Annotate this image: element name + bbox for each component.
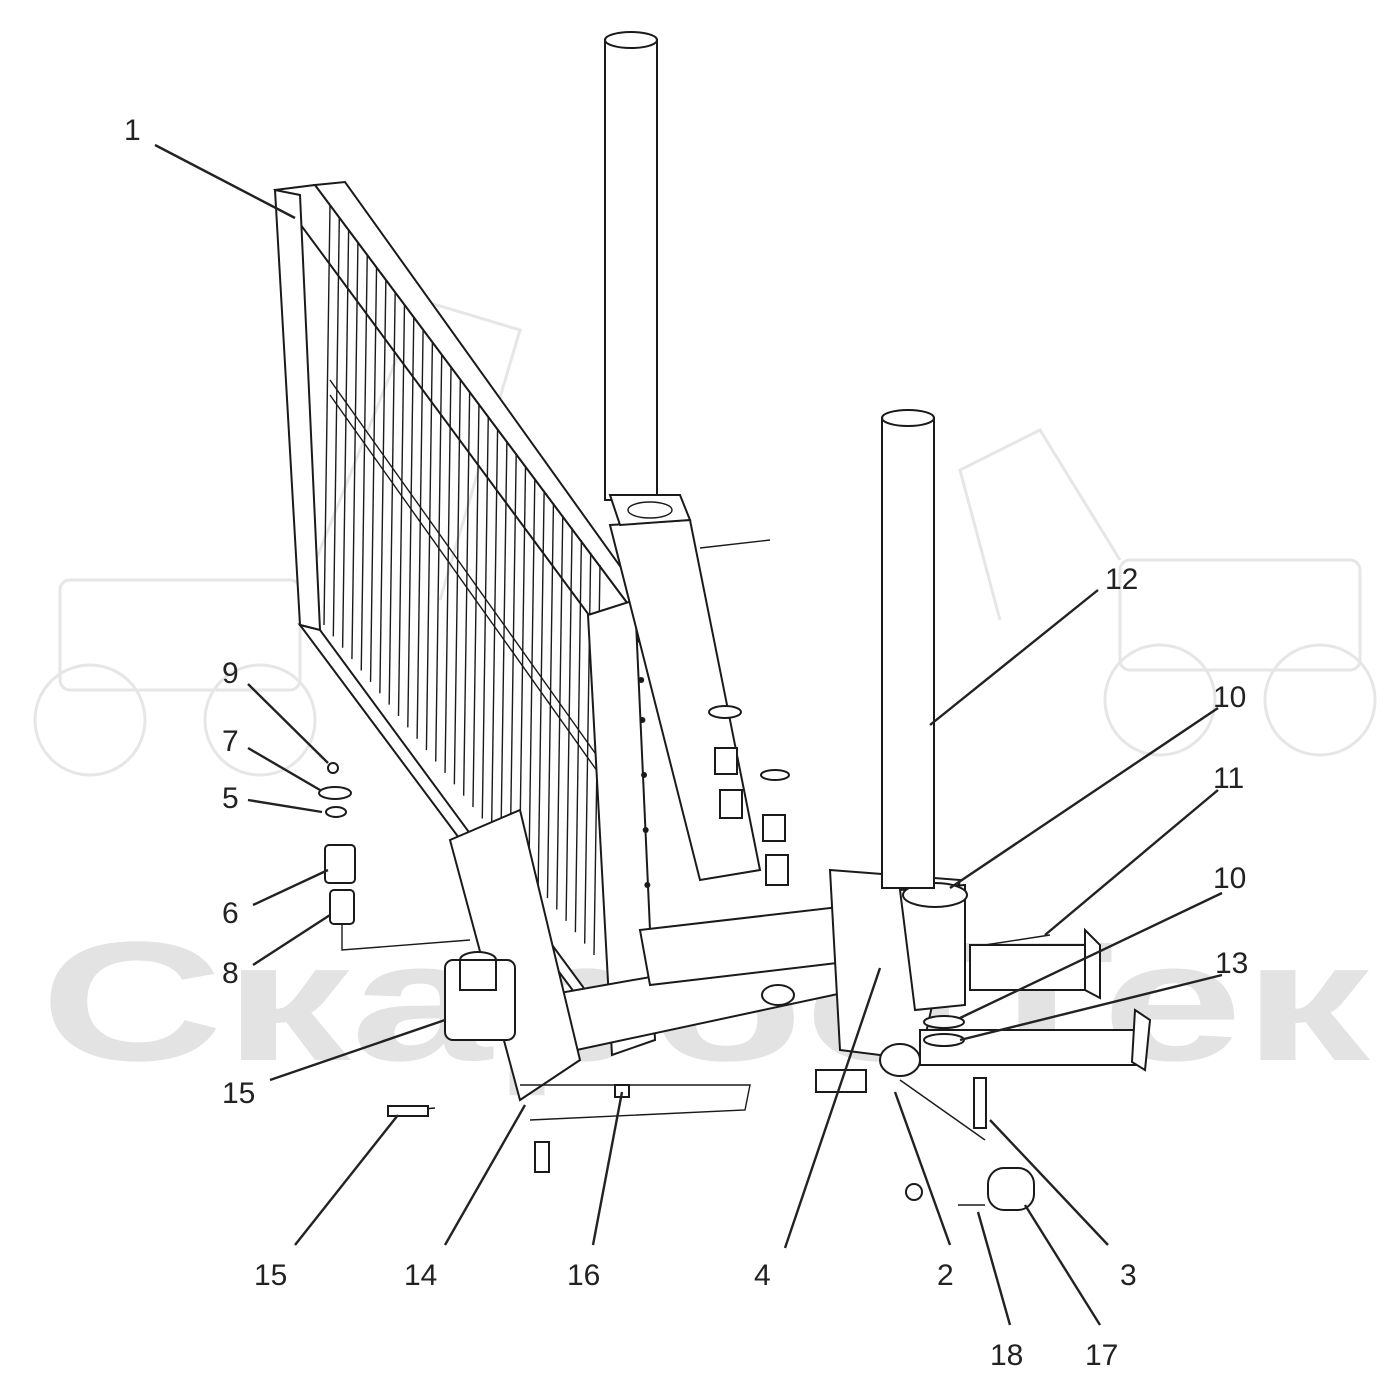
callout-1: 1 xyxy=(124,114,141,147)
left-bolts xyxy=(387,539,771,1173)
callout-9: 9 xyxy=(222,657,239,690)
right-brackets xyxy=(815,927,1152,1211)
leader-17 xyxy=(1023,1204,1102,1326)
grille-slat xyxy=(388,291,396,705)
watermark-tractor-right xyxy=(958,428,1377,757)
callout-6: 6 xyxy=(222,897,239,930)
leader-5 xyxy=(247,798,323,814)
callout-10-lower: 10 xyxy=(1213,862,1246,895)
grille-slat xyxy=(556,515,564,910)
leader-13 xyxy=(959,973,1223,1042)
leader-18 xyxy=(976,1211,1012,1326)
callout-17: 17 xyxy=(1085,1339,1118,1372)
grille-slat xyxy=(500,440,508,842)
callout-18: 18 xyxy=(990,1339,1023,1372)
grille-slat xyxy=(323,204,331,626)
grille-slat xyxy=(546,502,555,899)
grille-slat xyxy=(360,254,368,671)
spring-mount-center xyxy=(708,705,795,1006)
cross-member xyxy=(828,868,968,1062)
grille-slat xyxy=(518,465,527,864)
callout-2: 2 xyxy=(937,1259,954,1292)
callout-10-upper: 10 xyxy=(1213,681,1246,714)
plate-hole xyxy=(641,772,648,778)
callout-15-upper: 15 xyxy=(222,1077,255,1110)
leader-1 xyxy=(154,143,296,220)
leader-4 xyxy=(783,967,882,1249)
leader-15b xyxy=(294,1114,399,1246)
plate-hole xyxy=(642,827,649,833)
leader-16 xyxy=(591,1091,624,1246)
callout-4: 4 xyxy=(754,1259,771,1292)
grille-slat xyxy=(565,527,573,921)
plate-hole xyxy=(639,717,646,723)
leader-15a xyxy=(269,1018,446,1082)
leader-2 xyxy=(893,1091,952,1246)
callout-11: 11 xyxy=(1213,762,1244,795)
callout-7: 7 xyxy=(222,725,239,758)
callout-labels: 1 2 3 4 5 6 7 8 9 10 10 11 12 13 14 15 1… xyxy=(124,114,1248,1372)
callout-15-lower: 15 xyxy=(254,1259,287,1292)
grille-slat xyxy=(416,329,424,739)
grille-slat xyxy=(574,540,583,933)
callout-5: 5 xyxy=(222,782,239,815)
grille-slat xyxy=(341,229,350,648)
exploded-parts-left xyxy=(318,762,471,951)
grille-slat xyxy=(462,391,471,796)
callout-3: 3 xyxy=(1120,1259,1137,1292)
callout-16: 16 xyxy=(567,1259,600,1292)
grille-slat xyxy=(435,353,443,762)
leader-3 xyxy=(989,1119,1109,1246)
frame-assembly xyxy=(273,31,1152,1211)
grille-slat xyxy=(490,428,499,830)
callout-leaders xyxy=(154,143,1223,1326)
callout-8: 8 xyxy=(222,957,239,990)
grille-slat xyxy=(407,316,415,728)
pipe-right xyxy=(881,409,935,889)
leader-10a xyxy=(949,707,1219,889)
callout-13: 13 xyxy=(1215,947,1248,980)
grille-slat xyxy=(444,366,452,773)
leader-9 xyxy=(247,683,329,764)
plate-hole xyxy=(644,882,651,888)
grille-slat xyxy=(537,490,545,887)
plate-hole xyxy=(638,677,645,683)
grille-slat xyxy=(509,453,517,853)
grille-slat xyxy=(397,304,406,717)
left-mount-block xyxy=(444,951,516,1041)
leader-8 xyxy=(252,913,331,967)
leader-10b xyxy=(959,891,1223,1020)
grille-slat xyxy=(369,267,378,682)
grille-slat xyxy=(332,217,341,637)
grille-slat xyxy=(379,279,387,694)
callout-12: 12 xyxy=(1105,563,1138,596)
grille-slat xyxy=(351,242,359,660)
leader-11 xyxy=(1044,789,1219,936)
leader-14 xyxy=(443,1104,527,1246)
grille-slat xyxy=(453,378,462,785)
leader-12 xyxy=(929,589,1099,726)
pipe-left xyxy=(604,31,692,527)
grille-slat xyxy=(481,416,489,819)
grille-slat xyxy=(528,478,536,876)
leader-7 xyxy=(247,746,321,792)
leader-6 xyxy=(252,868,329,907)
callout-14: 14 xyxy=(404,1259,437,1292)
grille-slat xyxy=(472,403,480,808)
grille-slat xyxy=(425,341,434,751)
